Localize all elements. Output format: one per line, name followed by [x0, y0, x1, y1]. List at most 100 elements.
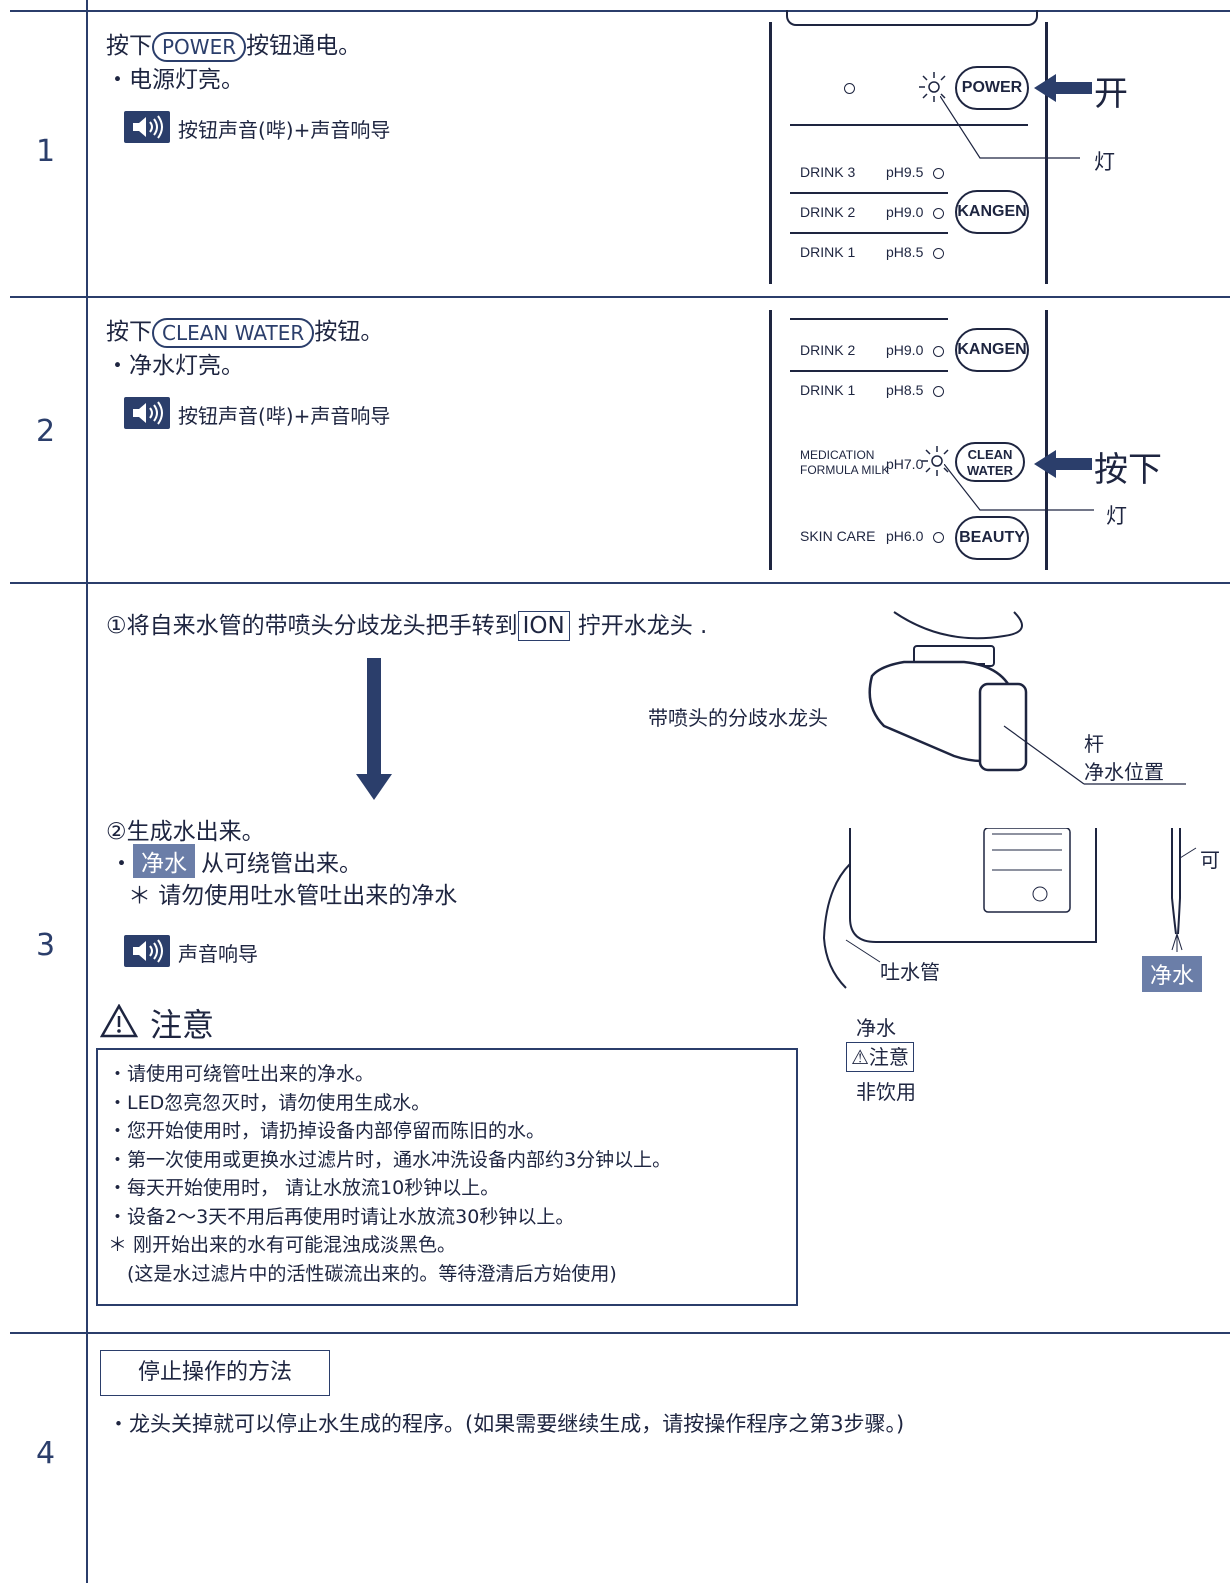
step2-sound: 按钮声音(哔)+声音响导 — [178, 404, 391, 428]
step2-press: 按下 — [106, 319, 152, 345]
step1-post: 按钮通电。 — [246, 33, 362, 59]
flex-hose-label: 可 — [1200, 848, 1220, 872]
row-drink1: DRINK 1 — [800, 382, 856, 398]
device-illustration — [816, 827, 1230, 1002]
power-button[interactable]: POWER — [955, 66, 1029, 110]
step-number-1: 1 — [36, 134, 56, 169]
skin-care-ph: pH6.0 — [886, 528, 924, 544]
caution-item: ・您开始使用时，请扔掉设备内部停留而陈旧的水。 — [108, 1120, 546, 1142]
caution-box: ・请使用可绕管吐出来的净水。・LED忽亮忽灭时，请勿使用生成水。・您开始使用时，… — [96, 1048, 798, 1306]
medication-ph: pH7.0 — [886, 456, 924, 472]
stop-text: ・龙头关掉就可以停止水生成的程序。(如果需要继续生成，请按操作程序之第3步骤。) — [108, 1412, 905, 1436]
row-drink2: DRINK 2 — [800, 204, 856, 220]
caution-item: ・每天开始使用时， 请让水放流10秒钟以上。 — [108, 1177, 500, 1199]
faucet-label: 带喷头的分歧水龙头 — [648, 706, 828, 730]
control-panel-1: POWER DRINK 3 pH9.5 DRINK 2 pH9.0 DRINK … — [769, 10, 1048, 284]
spout-caution-text: ⚠注意 — [846, 1042, 914, 1072]
row-divider-1 — [10, 296, 1230, 298]
cut-row-divider — [790, 318, 948, 320]
row-divider — [790, 192, 948, 194]
step3-instruction-2: ②生成水出来。 — [106, 819, 265, 845]
row-drink1-ph: pH8.5 — [886, 382, 924, 398]
clean-tag-text: 净水 — [1142, 956, 1203, 992]
skin-care-led — [933, 532, 944, 543]
faucet-illustration — [864, 606, 1194, 800]
clean-water-tag-2: 净水 — [1142, 956, 1203, 992]
lamp-label-2: 灯 — [1106, 504, 1127, 528]
ion-position-label: ION — [517, 611, 570, 641]
clean-line2: WATER — [967, 463, 1013, 478]
column-divider — [86, 0, 88, 1583]
control-panel-2: DRINK 2 pH9.0 DRINK 1 pH8.5 KANGEN MEDIC… — [769, 310, 1048, 570]
row-drink3: DRINK 3 — [800, 164, 856, 180]
press-label: 按下 — [1094, 450, 1162, 490]
speaker-icon — [124, 935, 170, 967]
step1-sound: 按钮声音(哔)+声音响导 — [178, 118, 391, 142]
instr1-post: 拧开水龙头 . — [577, 613, 708, 639]
row-divider — [790, 370, 948, 372]
step3-instruction-2c: ＊ 请勿使用吐水管吐出来的净水 — [128, 883, 458, 909]
row-divider-3 — [10, 1332, 1230, 1334]
row-drink3-ph: pH9.5 — [886, 164, 924, 180]
power-button-label: POWER — [152, 31, 247, 62]
spout-label: 吐水管 — [880, 960, 940, 984]
drink3-led — [933, 168, 944, 179]
step3-instruction-2b: ・净水从可绕管出来。 — [110, 844, 362, 878]
row-divider-2 — [10, 582, 1230, 584]
step-number-4: 4 — [36, 1436, 56, 1471]
open-label: 开 — [1094, 74, 1128, 114]
beauty-button[interactable]: BEAUTY — [955, 516, 1029, 560]
caution-item: ・LED忽亮忽灭时，请勿使用生成水。 — [108, 1091, 431, 1114]
top-border — [10, 10, 1230, 12]
skin-care-label: SKIN CARE — [800, 528, 876, 544]
instr1-pre: ①将自来水管的带喷头分歧龙头把手转到 — [106, 613, 518, 639]
drink1-led — [933, 248, 944, 259]
row-drink1: DRINK 1 — [800, 244, 856, 260]
lamp-leader-line — [939, 95, 1090, 166]
caution-item: ・请使用可绕管吐出来的净水。 — [108, 1063, 375, 1085]
drink1-led — [933, 386, 944, 397]
medication-label: MEDICATION FORMULA MILK — [800, 448, 889, 478]
instr2b-post: 从可绕管出来。 — [201, 851, 362, 877]
small-indicator — [844, 83, 855, 94]
row-drink2: DRINK 2 — [800, 342, 856, 358]
row-drink1-ph: pH8.5 — [886, 244, 924, 260]
caution-item: (这是水过滤片中的活性碳流出来的。等待澄清后方始使用) — [108, 1262, 617, 1285]
medication-line2: FORMULA MILK — [800, 463, 890, 477]
caution-title: 注意 — [150, 1006, 215, 1044]
medication-line1: MEDICATION — [800, 448, 875, 462]
down-arrow-icon — [356, 658, 392, 804]
caution-list: ・请使用可绕管吐出来的净水。・LED忽亮忽灭时，请勿使用生成水。・您开始使用时，… — [108, 1060, 671, 1288]
step2-post: 按钮。 — [314, 319, 384, 345]
row-drink2-ph: pH9.0 — [886, 204, 924, 220]
clean-water-button[interactable]: CLEAN WATER — [955, 442, 1025, 482]
step1-press: 按下 — [106, 33, 152, 59]
step2-bullet: ・净水灯亮。 — [106, 353, 244, 379]
row-divider — [790, 232, 948, 234]
step-number-3: 3 — [36, 928, 56, 963]
drink2-led — [933, 208, 944, 219]
lamp-leader-line — [943, 463, 1100, 518]
speaker-icon — [124, 111, 170, 143]
clean-line1: CLEAN — [967, 447, 1013, 462]
stop-title: 停止操作的方法 — [137, 1360, 292, 1385]
panel-top-curve — [786, 10, 1038, 26]
lever-label: 杆 — [1084, 732, 1104, 756]
stop-title-box: 停止操作的方法 — [100, 1350, 330, 1396]
clean-water-button-label: CLEAN WATER — [152, 317, 315, 348]
clean-water-tag: 净水 — [133, 844, 195, 878]
kangen-button[interactable]: KANGEN — [955, 328, 1029, 372]
caution-item: ・第一次使用或更换水过滤片时，通水冲洗设备内部约3分钟以上。 — [108, 1148, 672, 1171]
row-drink2-ph: pH9.0 — [886, 342, 924, 358]
kangen-button[interactable]: KANGEN — [955, 190, 1029, 234]
speaker-icon — [124, 397, 170, 429]
drink2-led — [933, 346, 944, 357]
step1-bullet: ・电源灯亮。 — [106, 67, 244, 93]
spout-nodrink-label: 非饮用 — [856, 1080, 916, 1104]
panel-divider — [790, 124, 1028, 126]
lever-position-label: 净水位置 — [1084, 760, 1164, 784]
warning-icon — [99, 1003, 139, 1042]
